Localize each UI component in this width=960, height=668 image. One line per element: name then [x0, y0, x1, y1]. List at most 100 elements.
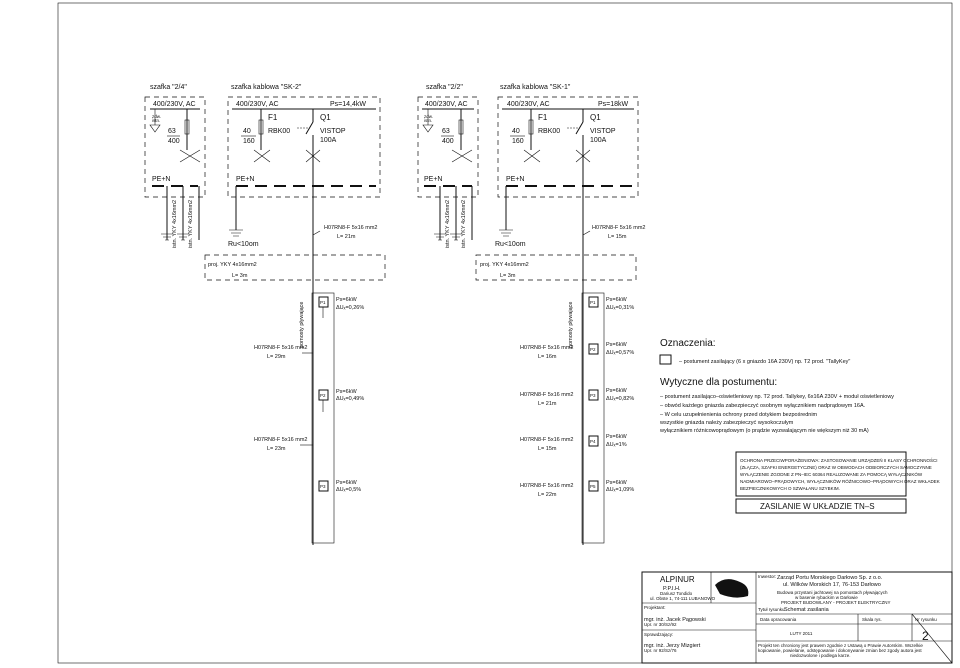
svg-text:L= 16m: L= 16m	[538, 354, 557, 360]
post-right-4: P4 Ps=6kW ΔUₓ=1%	[588, 434, 627, 448]
svg-text:L= 29m: L= 29m	[267, 354, 286, 360]
ground-icon	[450, 233, 462, 241]
svg-text:ΔUₓ=0,49%: ΔUₓ=0,49%	[336, 396, 364, 402]
left-supply-block: szafka "2/4" szafka kablowa "SK-2" 400/2…	[144, 84, 386, 545]
svg-text:Ps=18kW: Ps=18kW	[598, 101, 629, 108]
svg-text:pomosty pływające: pomosty pływające	[299, 302, 305, 348]
ground-icon	[161, 233, 173, 241]
svg-text:P5: P5	[590, 484, 596, 489]
svg-text:Nr rysunku: Nr rysunku	[915, 617, 937, 622]
svg-text:40: 40	[512, 128, 520, 135]
svg-text:400/230V, AC: 400/230V, AC	[425, 101, 468, 108]
svg-text:– W celu uzupełnienienia ochro: – W celu uzupełnienienia ochrony przed d…	[660, 412, 818, 418]
sheet-frame	[57, 2, 953, 664]
svg-text:Dariusz Tondido: Dariusz Tondido	[660, 591, 693, 596]
svg-text:ALPINUR: ALPINUR	[660, 575, 695, 584]
svg-text:Upr. nr 30/Sz/92: Upr. nr 30/Sz/92	[644, 622, 677, 627]
svg-text:Projektant:: Projektant:	[644, 605, 666, 610]
arrow-down-icon	[422, 124, 434, 133]
switch-icon	[305, 121, 314, 135]
cable-cabinet-left-supply: 400/230V, AC	[236, 101, 279, 108]
cable-cabinet-left-power: Ps=14,4kW	[330, 101, 366, 108]
svg-text:F1: F1	[268, 113, 278, 122]
ground-icon	[229, 229, 243, 237]
svg-text:Q1: Q1	[320, 113, 331, 122]
svg-text:– obwód każdego gniazda zabezp: – obwód każdego gniazda zabezpieczyć oso…	[660, 403, 866, 409]
drawing-number: 2	[922, 629, 929, 643]
svg-text:400/230V, AC: 400/230V, AC	[507, 101, 550, 108]
svg-text:L= 22m: L= 22m	[538, 492, 557, 498]
svg-text:L= 3m: L= 3m	[232, 273, 248, 279]
svg-text:PE+N: PE+N	[152, 176, 170, 183]
svg-text:istn. YKY 4x16mm2: istn. YKY 4x16mm2	[172, 200, 178, 248]
svg-text:VISTOP: VISTOP	[320, 128, 346, 135]
svg-text:RBK00: RBK00	[268, 128, 290, 135]
switch-icon	[575, 121, 584, 135]
system-label: ZASILANIE W UKŁADZIE TN–S	[760, 502, 875, 511]
post-left-1: P1 Ps=6kW ΔUₓ=0,26%	[318, 296, 364, 318]
svg-text:H07RN8-F 5x16 mm2: H07RN8-F 5x16 mm2	[254, 437, 308, 443]
cable-cabinet-left-name: szafka kablowa "SK-2"	[231, 84, 302, 91]
svg-text:zdw.: zdw.	[152, 114, 161, 119]
svg-text:L= 15m: L= 15m	[538, 446, 557, 452]
svg-text:ΔUₓ=1%: ΔUₓ=1%	[606, 442, 627, 448]
svg-text:mgr. inż. Jerzy Mizgiert: mgr. inż. Jerzy Mizgiert	[644, 643, 701, 649]
svg-text:Ps=6kW: Ps=6kW	[606, 388, 627, 394]
svg-text:proj. YKY 4x16mm2: proj. YKY 4x16mm2	[480, 262, 529, 268]
post-left-2: P2 Ps=6kW ΔUₓ=0,49%	[318, 389, 364, 412]
svg-text:wyłącznikiem różnicowoprądowym: wyłącznikiem różnicowoprądowym (o prądzi…	[659, 428, 869, 434]
svg-text:NADMIAROWO–PRĄDOWYCH, WYŁĄCZNI: NADMIAROWO–PRĄDOWYCH, WYŁĄCZNIKÓW RÓŻNIC…	[740, 478, 940, 484]
svg-text:40: 40	[243, 128, 251, 135]
ground-icon	[177, 233, 189, 241]
svg-text:Ps=6kW: Ps=6kW	[606, 434, 627, 440]
cabinet-right-name: szafka "2/2"	[426, 84, 463, 91]
cabinet-left-outline	[144, 96, 206, 198]
svg-text:PE+N: PE+N	[506, 176, 524, 183]
svg-text:Ps=6kW: Ps=6kW	[336, 297, 357, 303]
svg-text:400: 400	[168, 138, 180, 145]
svg-text:Budowa przystani jachtowej na: Budowa przystani jachtowej na pomostach …	[777, 590, 888, 595]
svg-text:P1: P1	[590, 300, 596, 305]
svg-text:niedozwolone i podlega karze.: niedozwolone i podlega karze.	[790, 653, 851, 658]
post-left-3: P3 Ps=6kW ΔUₓ=0,5%	[318, 480, 361, 493]
left-posts-column: pomosty pływające H07RN8-F 5x16 mm2 L= 2…	[254, 292, 364, 544]
svg-text:(ZŁĄCZA, SZAFKI ENERGETYCZNE): (ZŁĄCZA, SZAFKI ENERGETYCZNE) ORAZ W OBW…	[740, 465, 932, 470]
svg-text:kopiowanie, powielanie, odstęp: kopiowanie, powielanie, odstępowanie i d…	[758, 648, 922, 653]
cable-cabinet-left-outline	[227, 96, 381, 198]
svg-text:ΔUₓ=0,31%: ΔUₓ=0,31%	[606, 305, 634, 311]
svg-text:ul. Obste 1, 74-111 LUBANOWO: ul. Obste 1, 74-111 LUBANOWO	[650, 596, 716, 601]
svg-text:Projekt ten chroniony jest pra: Projekt ten chroniony jest prawem zgodni…	[758, 643, 923, 648]
post-right-1: P1 Ps=6kW ΔUₓ=0,31%	[588, 296, 634, 311]
svg-text:ΔUₓ=0,82%: ΔUₓ=0,82%	[606, 396, 634, 402]
svg-text:H07RN8-F 5x16 mm2: H07RN8-F 5x16 mm2	[324, 225, 378, 231]
svg-text:Q1: Q1	[590, 113, 601, 122]
svg-text:H07RN8-F 5x16 mm2: H07RN8-F 5x16 mm2	[520, 437, 574, 443]
svg-text:P1: P1	[320, 300, 326, 305]
svg-text:Sprawdzający:: Sprawdzający:	[644, 632, 673, 637]
svg-text:ΔUₓ=0,5%: ΔUₓ=0,5%	[336, 487, 361, 493]
svg-text:H07RN8-F 5x16 mm2: H07RN8-F 5x16 mm2	[592, 225, 646, 231]
ground-icon	[434, 233, 446, 241]
legend-title: Oznaczenia:	[660, 338, 716, 349]
svg-text:Ru<10om: Ru<10om	[228, 241, 259, 248]
ground-icon	[499, 229, 513, 237]
svg-text:Inwestor:: Inwestor:	[758, 574, 776, 579]
svg-text:P4: P4	[590, 439, 596, 444]
svg-text:– postument zasilająco–oświetl: – postument zasilająco–oświetleniowy np.…	[660, 394, 894, 400]
svg-text:w basenie rybackim w Darłowie: w basenie rybackim w Darłowie	[795, 595, 858, 600]
cabinet-left-name: szafka "2/4"	[150, 84, 187, 91]
svg-text:100A: 100A	[590, 137, 607, 144]
svg-text:Zarząd Portu Morskiego Darłowo: Zarząd Portu Morskiego Darłowo Sp. z o.o…	[777, 575, 883, 581]
svg-text:Upr. nr 92/Sz/76: Upr. nr 92/Sz/76	[644, 648, 677, 653]
svg-text:100A: 100A	[320, 137, 337, 144]
svg-text:ul. Wilków Morskich 17, 76-153: ul. Wilków Morskich 17, 76-153 Darłowo	[783, 582, 881, 588]
svg-text:L= 23m: L= 23m	[267, 446, 286, 452]
svg-text:PE+N: PE+N	[236, 176, 254, 183]
svg-text:zdw.: zdw.	[424, 114, 433, 119]
guidelines-title: Wytyczne dla postumentu:	[660, 377, 777, 388]
svg-text:L= 15m: L= 15m	[608, 234, 627, 240]
svg-text:Ps=6kW: Ps=6kW	[606, 342, 627, 348]
svg-text:H07RN8-F 5x16 mm2: H07RN8-F 5x16 mm2	[520, 483, 574, 489]
